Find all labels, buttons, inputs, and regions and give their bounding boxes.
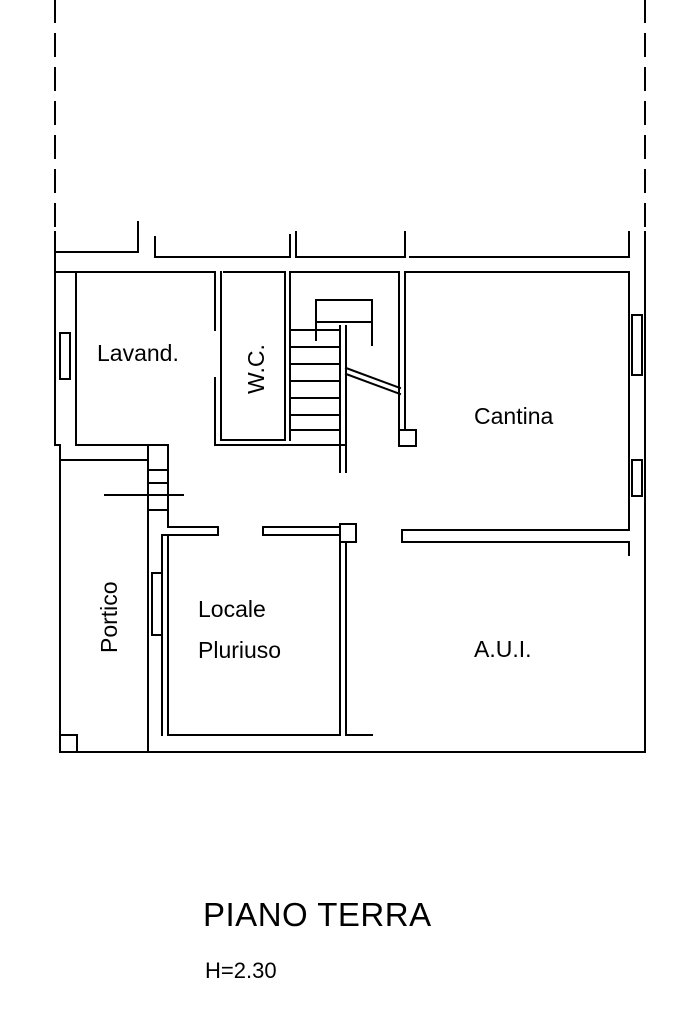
room-label-pluriuso: Pluriuso: [198, 637, 281, 663]
room-label-cantina: Cantina: [474, 403, 553, 429]
interior-walls: [59, 271, 630, 753]
windows: [59, 314, 643, 636]
dashed-boundary: [54, 0, 646, 239]
room-label-aui: A.U.I.: [474, 636, 532, 662]
room-label-wc: W.C.: [243, 344, 269, 394]
room-label-portico: Portico: [96, 581, 122, 653]
plan-height-label: H=2.30: [205, 958, 277, 983]
room-label-lavand: Lavand.: [97, 340, 179, 366]
room-label-locale: Locale: [198, 596, 266, 622]
plan-title: PIANO TERRA: [203, 896, 432, 933]
room-labels: Lavand. W.C. Cantina Portico Locale Plur…: [96, 340, 553, 663]
outer-walls: [54, 221, 646, 753]
